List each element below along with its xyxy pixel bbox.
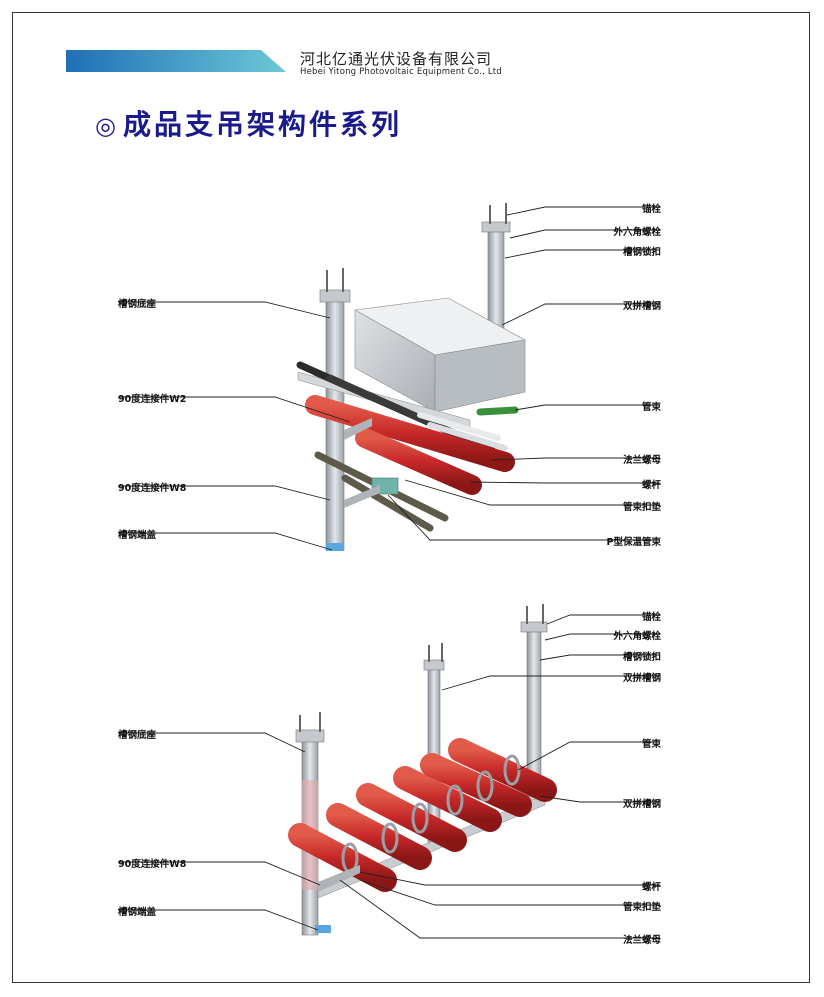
diagram2-structure [288,604,557,936]
label-channel-end-cap: 槽钢端盖 [118,530,157,541]
diagram1-structure [296,203,526,551]
label-flange-nut: 法兰螺母 [622,455,661,466]
label-channel-base: 槽钢底座 [118,299,157,310]
label-hex-bolt-2: 外六角螺栓 [613,631,661,642]
label-double-channel-3: 双拼槽钢 [622,799,661,810]
label-flange-nut-2: 法兰螺母 [622,935,661,946]
label-clamp-pad-2: 管束扣垫 [622,902,661,913]
diagram2-leader-lines [118,614,660,939]
company-name-cn: 河北亿通光伏设备有限公司 [300,50,493,68]
label-90-connector-w8: 90度连接件W8 [118,483,187,494]
label-90-connector-w2: 90度连接件W2 [118,394,187,405]
page-title: ◎成品支吊架构件系列 [95,103,402,143]
label-double-channel: 双拼槽钢 [622,301,661,312]
label-threaded-rod-2: 螺杆 [641,882,661,893]
label-p-type-insulated-clamp: P型保温管束 [606,537,661,548]
label-90-connector-w8-2: 90度连接件W8 [118,859,187,870]
page-frame [12,12,810,983]
company-name-en: Hebei Yitong Photovoltaic Equipment Co.,… [300,67,502,77]
label-clamp-pad: 管束扣垫 [622,502,661,513]
label-double-channel-2: 双拼槽钢 [622,673,661,684]
label-pipe-clamp: 管束 [641,402,661,413]
double-circle-icon: ◎ [95,112,119,140]
label-channel-lock: 槽钢锁扣 [622,247,661,258]
label-channel-end-cap-2: 槽钢端盖 [118,907,157,918]
label-pipe-clamp-2: 管束 [641,739,661,750]
label-channel-base-2: 槽钢底座 [118,730,157,741]
label-anchor-bolt: 锚栓 [641,204,661,215]
label-channel-lock-2: 槽钢锁扣 [622,652,661,663]
label-anchor-bolt-2: 锚栓 [641,612,661,623]
page-title-text: 成品支吊架构件系列 [122,108,402,141]
diagram1-leader-lines [118,206,660,551]
label-hex-bolt: 外六角螺栓 [613,227,661,238]
header-banner [66,50,286,72]
label-threaded-rod: 螺杆 [641,480,661,491]
